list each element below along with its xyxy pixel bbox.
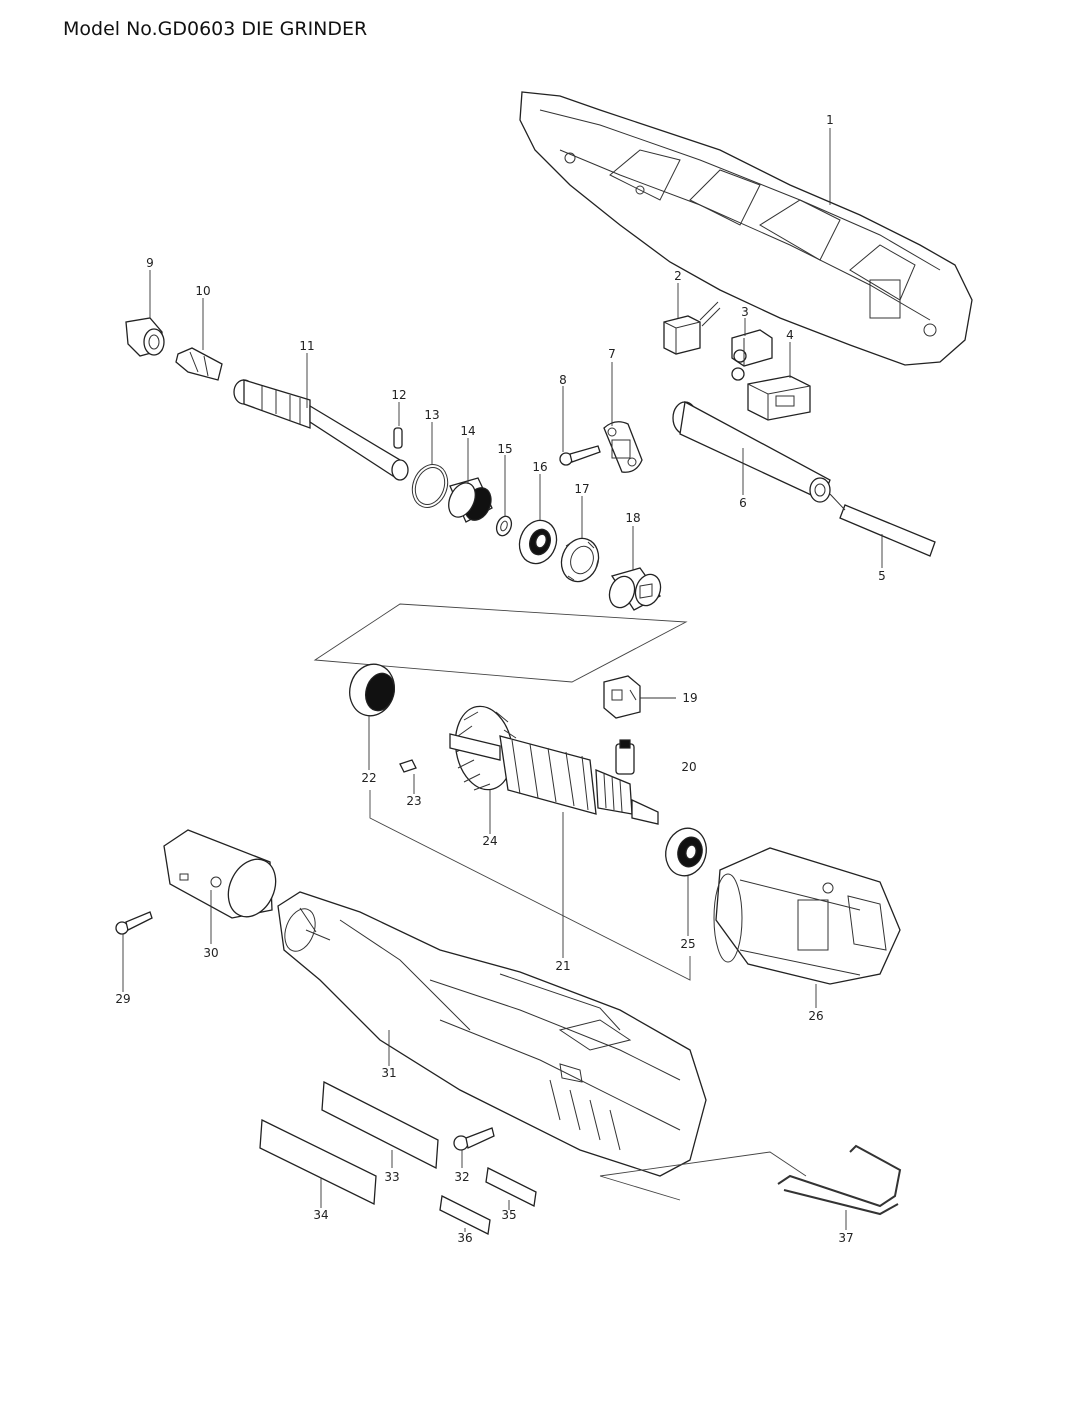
- kit-outline-bottom: [599, 1151, 807, 1201]
- label-17: 17: [574, 482, 589, 496]
- part-26-field: [713, 847, 901, 985]
- page-title: Model No.GD0603 DIE GRINDER: [63, 18, 368, 40]
- label-1: 1: [826, 113, 834, 127]
- part-5-power-cord: [829, 493, 936, 557]
- label-30: 30: [203, 946, 218, 960]
- label-11: 11: [299, 339, 314, 353]
- label-6: 6: [739, 496, 747, 510]
- label-34: 34: [313, 1208, 328, 1222]
- part-3-terminal: [731, 329, 773, 381]
- part-11-spindle: [233, 379, 409, 481]
- part-13-o-ring: [411, 464, 449, 508]
- label-18: 18: [625, 511, 640, 525]
- part-15-retaining-ring: [495, 515, 513, 537]
- part-23-pin: [399, 759, 417, 773]
- label-3: 3: [741, 305, 749, 319]
- kit-outline-upper: [313, 603, 688, 683]
- label-10: 10: [195, 284, 210, 298]
- part-7-brush-holder-plate: [603, 421, 643, 473]
- label-19: 19: [682, 691, 697, 705]
- label-7: 7: [608, 347, 616, 361]
- part-17-ring-nut: [560, 537, 600, 583]
- part-25-ball-bearing: [665, 827, 707, 877]
- label-29: 29: [115, 992, 130, 1006]
- part-36-label: [439, 1195, 491, 1235]
- part-14-sleeve: [448, 477, 493, 523]
- label-8: 8: [559, 373, 567, 387]
- label-37: 37: [838, 1231, 853, 1245]
- label-16: 16: [532, 460, 547, 474]
- label-2: 2: [674, 269, 682, 283]
- part-21-armature: [449, 733, 659, 825]
- label-15: 15: [497, 442, 512, 456]
- part-9-collet-nut: [125, 317, 165, 357]
- label-14: 14: [460, 424, 475, 438]
- label-25: 25: [680, 937, 695, 951]
- label-24: 24: [482, 834, 497, 848]
- part-33-label: [321, 1080, 439, 1170]
- label-5: 5: [878, 569, 886, 583]
- part-32-screw: [453, 1127, 495, 1151]
- label-26: 26: [808, 1009, 823, 1023]
- label-23: 23: [406, 794, 421, 808]
- label-21: 21: [555, 959, 570, 973]
- part-8-screw: [559, 445, 601, 466]
- part-1-housing-half: [519, 91, 973, 366]
- part-18-insulation-sleeve: [608, 567, 662, 611]
- part-2-block: [663, 301, 721, 355]
- label-31: 31: [381, 1066, 396, 1080]
- part-number-labels: 1 2 3 4 5 6 7 8 9 10 11 12 13 14 15 16 1…: [115, 113, 885, 1245]
- label-36: 36: [457, 1231, 472, 1245]
- part-4-switch: [747, 375, 811, 421]
- part-20-carbon-brush: [615, 739, 635, 775]
- part-19-brush-holder: [603, 675, 641, 719]
- label-20: 20: [681, 760, 696, 774]
- part-31-motor-housing: [277, 891, 707, 1177]
- leader-lines: [122, 128, 883, 1232]
- kit-outline-middle: [369, 790, 691, 981]
- part-29-screw: [115, 911, 153, 935]
- label-32: 32: [454, 1170, 469, 1184]
- part-6-cord-guard: [672, 400, 831, 503]
- part-35-label: [485, 1167, 537, 1207]
- part-16-ball-bearing: [518, 519, 558, 565]
- label-33: 33: [384, 1170, 399, 1184]
- part-12-pin: [393, 427, 403, 449]
- part-30-nose-cover: [163, 829, 277, 919]
- label-12: 12: [391, 388, 406, 402]
- label-13: 13: [424, 408, 439, 422]
- label-35: 35: [501, 1208, 516, 1222]
- part-22-rubber-ring: [349, 663, 395, 717]
- part-10-collet: [175, 347, 223, 381]
- label-4: 4: [786, 328, 794, 342]
- label-9: 9: [146, 256, 154, 270]
- part-34-label: [259, 1118, 377, 1206]
- part-37-hook: [777, 1144, 902, 1216]
- label-22: 22: [361, 771, 376, 785]
